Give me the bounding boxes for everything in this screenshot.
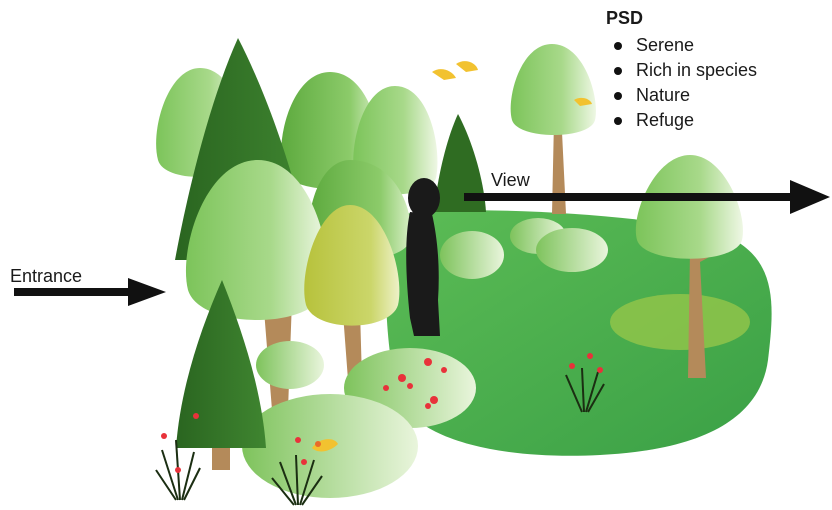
bullet-icon: [614, 117, 622, 125]
lawn-yellow-patch: [610, 294, 750, 350]
psd-item-label: Serene: [636, 35, 695, 55]
psd-item-label: Nature: [636, 85, 691, 105]
psd-item: Serene: [606, 33, 757, 58]
psd-item: Refuge: [606, 108, 757, 133]
bullet-icon: [614, 92, 622, 100]
psd-list: Serene Rich in species Nature Refuge: [606, 33, 757, 133]
birds: [312, 61, 592, 452]
tree-distant: [510, 44, 596, 214]
tree-olive: [304, 205, 400, 380]
red-flowers: [383, 358, 447, 409]
grass-tuft-lawn: [565, 367, 605, 413]
psd-item-label: Rich in species: [636, 60, 758, 80]
psd-legend: PSD Serene Rich in species Nature Refuge: [606, 8, 757, 133]
entrance-label: Entrance: [10, 266, 83, 286]
person-silhouette: [406, 178, 440, 336]
psd-item: Rich in species: [606, 58, 757, 83]
flower-dots: [161, 353, 603, 473]
tree-right: [635, 155, 743, 378]
psd-item-label: Refuge: [636, 110, 695, 130]
grass-tuft-front: [271, 454, 323, 506]
dark-conifer-small: [434, 114, 486, 212]
shrub-front-small: [256, 341, 324, 389]
bullet-icon: [614, 42, 622, 50]
psd-title: PSD: [606, 8, 644, 28]
view-label: View: [491, 170, 530, 190]
shrub-lawn-1: [440, 231, 504, 279]
view-arrow: [464, 180, 830, 214]
grass-tuft-left: [155, 439, 201, 501]
psd-item: Nature: [606, 83, 757, 108]
bullet-icon: [614, 67, 622, 75]
shrub-lawn-3: [536, 228, 608, 272]
dark-conifer-front: [176, 280, 266, 470]
entrance-arrow: [14, 278, 166, 306]
